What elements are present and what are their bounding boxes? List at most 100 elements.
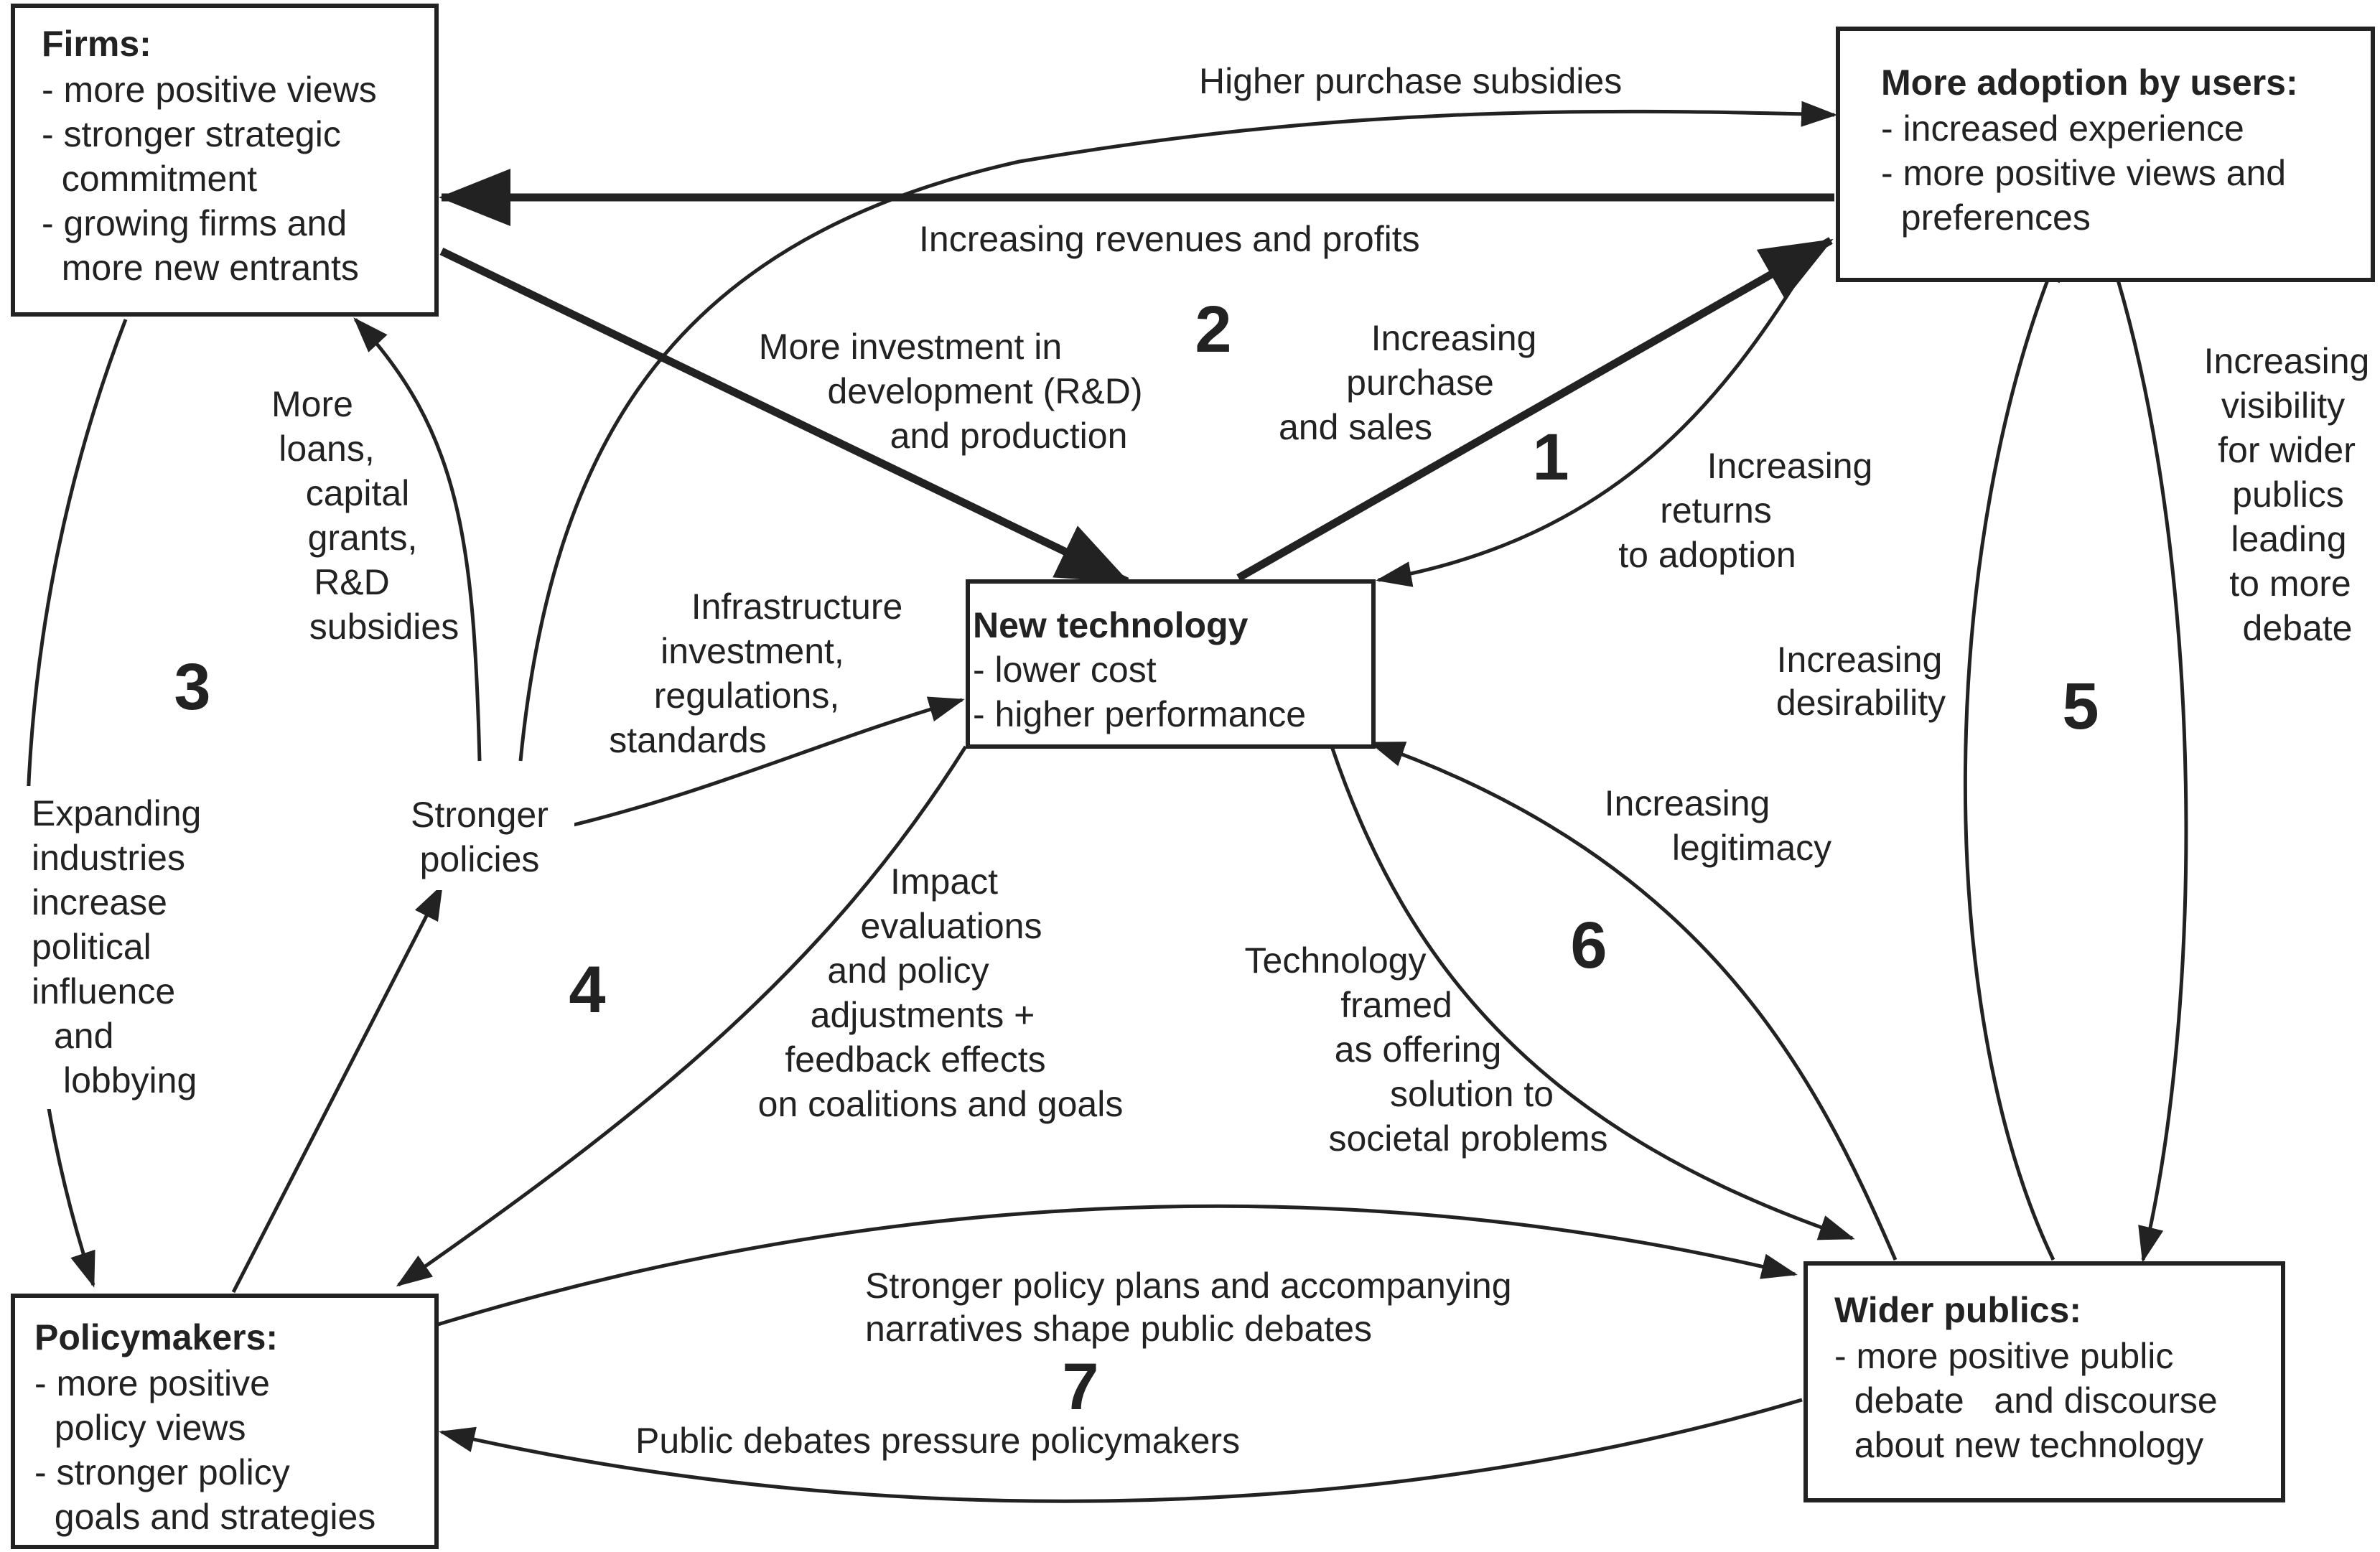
publics-title: Wider publics: [1834,1290,2081,1330]
label-line: on coalitions and goals [758,1084,1124,1124]
label-line: More [271,384,353,424]
label-line: adjustments + [811,995,1035,1035]
arrow-higher-purchase-subsidies [518,100,1837,762]
loop-numbers: 2 1 3 5 4 6 7 [174,293,2099,1424]
label-infrastructure: Infrastructure investment, regulations, … [609,586,902,760]
label-loans-grants: More loans, capital grants, R&D subsidie… [271,384,459,647]
label-line: purchase [1346,363,1494,403]
arrow-rd-investment-to-technology [439,248,1130,585]
label-line: Stronger policy plans and accompanying [865,1266,1512,1306]
firms-title: Firms: [42,24,151,64]
label-rd-investment: More investment in development (R&D) and… [759,327,1143,456]
arrow-policymakers-to-stronger-policies [231,884,444,1294]
firms-line: - more positive views [42,70,377,110]
stronger-policies-line: Stronger [411,795,549,835]
label-line: Technology [1245,940,1427,981]
label-line: debate [2243,608,2353,648]
firms-line: more new entrants [42,248,359,288]
label-line: More investment in [759,327,1062,367]
adoption-line: preferences [1881,197,2091,238]
label-line: publics [2232,475,2344,515]
label-line: and production [890,416,1128,456]
label-line: Increasing [2204,341,2370,381]
label-line: for wider [2218,430,2356,470]
label-line: Expanding [32,793,201,833]
loop-number-4: 4 [569,953,605,1027]
arrow-returns-to-adoption [1376,253,1815,587]
node-adoption-by-users: More adoption by users: - increased expe… [1836,27,2375,282]
label-line: as offering [1335,1029,1502,1070]
label-line: solution to [1390,1074,1554,1114]
label-expanding-industries: Expanding industries increase political … [25,786,233,1109]
label-desirability: Increasing desirability [1763,639,1964,729]
node-wider-publics: Wider publics: - more positive public de… [1803,1261,2285,1502]
label-line: and sales [1279,407,1432,447]
node-policymakers: Policymakers: - more positive policy vie… [11,1294,439,1549]
label-line: narratives shape public debates [865,1309,1372,1349]
arrow-public-debate-pressure [439,1398,1803,1503]
publics-line: - more positive public [1834,1336,2173,1376]
label-line: lobbying [63,1060,197,1100]
label-line: and policy [827,950,989,991]
firms-line: - growing firms and [42,203,347,243]
loop-number-7: 7 [1062,1350,1098,1424]
node-stronger-policies: Stronger policies [402,790,574,890]
loop-number-5: 5 [2062,670,2099,743]
node-firms: Firms: - more positive views - stronger … [11,4,439,317]
label-line: development (R&D) [827,371,1142,411]
label-line: Increasing [1371,318,1537,358]
label-line: Increasing [1707,446,1873,486]
publics-line: debate and discourse [1834,1380,2218,1421]
label-line: to more [2229,564,2351,604]
label-line: framed [1340,985,1452,1025]
label-line: industries [32,838,185,878]
label-line: investment, [661,631,844,671]
arrow-desirability-to-adoption [1963,245,2063,1261]
node-new-technology: New technology - lower cost - higher per… [966,579,1376,749]
arrow-loans-to-firms [353,317,482,762]
arrow-visibility-to-publics [2116,279,2188,1263]
label-line: grants, [308,518,418,558]
label-line: to adoption [1618,535,1796,575]
label-line: R&D [314,562,390,602]
label-technology-framed: Technology framed as offering solution t… [1245,940,1608,1159]
policymakers-line: goals and strategies [34,1497,375,1537]
label-line: returns [1660,490,1772,530]
label-line: Impact [890,861,998,902]
label-line: subsidies [309,607,459,647]
label-line: and [54,1016,113,1056]
label-stronger-policy-plans: Stronger policy plans and accompanying n… [865,1266,1512,1349]
label-line: feedback effects [785,1039,1045,1080]
label-line: regulations, [654,676,840,716]
label-line: Increasing [1777,640,1943,680]
label-line: loans, [279,429,374,469]
arrow-purchase-sales-to-adoption [1236,237,1834,581]
firms-line: - stronger strategic [42,114,341,154]
policymakers-line: policy views [34,1408,246,1448]
label-line: increase [32,882,167,922]
label-line: societal problems [1328,1118,1607,1159]
adoption-title: More adoption by users: [1881,62,2298,103]
arrow-legitimacy-to-technology [1368,741,1898,1261]
policymakers-line: - stronger policy [34,1452,290,1492]
loop-number-6: 6 [1570,909,1607,982]
label-line: desirability [1776,683,1946,723]
policymakers-line: - more positive [34,1363,270,1403]
label-revenues-profits: Increasing revenues and profits [919,219,1420,259]
label-legitimacy: Increasing legitimacy [1605,783,1832,868]
technology-line: - lower cost [973,650,1157,690]
stronger-policies-line: policies [420,839,540,879]
policymakers-title: Policymakers: [34,1317,278,1357]
label-line: legitimacy [1672,828,1831,868]
technology-line: - higher performance [973,694,1306,734]
label-line: leading [2231,519,2346,559]
edge-labels: Higher purchase subsidies Increasing rev… [25,61,2369,1461]
label-public-debates-pressure: Public debates pressure policymakers [635,1421,1240,1461]
edges [25,100,2188,1503]
arrow-policy-plans-to-publics [437,1204,1798,1327]
adoption-line: - increased experience [1881,108,2244,149]
label-visibility: Increasing visibility for wider publics … [2204,341,2370,648]
loop-number-2: 2 [1195,293,1231,366]
label-impact-evaluations: Impact evaluations and policy adjustment… [758,861,1124,1124]
